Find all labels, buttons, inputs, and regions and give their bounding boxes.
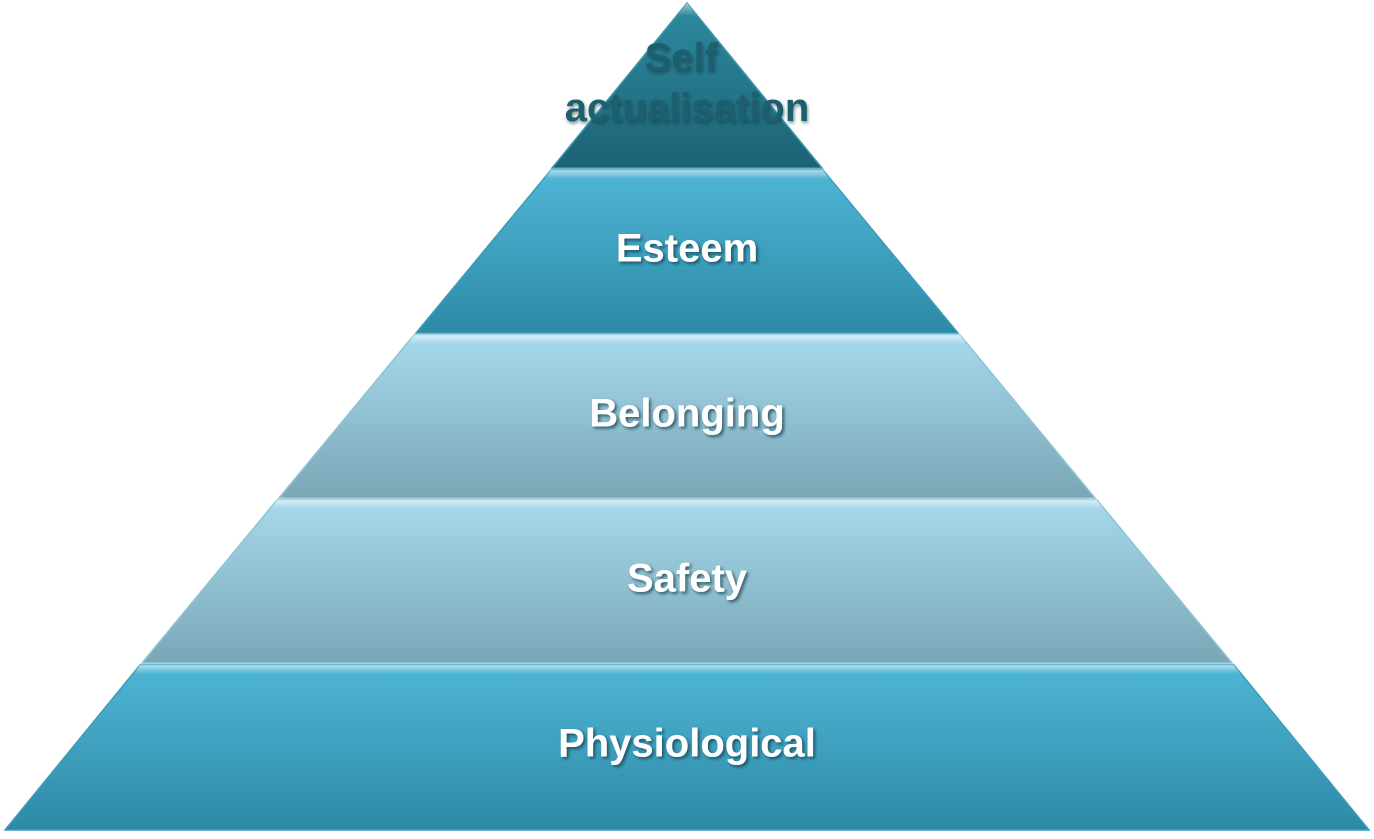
tier-self-actualisation-line-2: actualisation [565, 86, 810, 130]
tier-belonging: Belonging [277, 334, 1097, 499]
tier-self-actualisation-bevel [677, 3, 697, 16]
tier-self-actualisation-line-1: Self [645, 36, 719, 80]
tier-physiological: Physiological [3, 664, 1371, 831]
tier-self-actualisation-shape [550, 1, 824, 169]
tier-esteem: Esteem [414, 169, 960, 334]
tier-belonging-bevel [407, 335, 967, 344]
tier-self-actualisation: Self actualisation [550, 1, 824, 169]
tier-safety: Safety [140, 499, 1234, 664]
tier-safety-bevel [270, 500, 1104, 509]
tier-physiological-bevel [133, 665, 1241, 674]
tier-physiological-label: Physiological [558, 722, 816, 766]
tier-safety-label: Safety [627, 557, 748, 601]
tier-belonging-label: Belonging [589, 392, 785, 436]
tier-esteem-bevel [544, 170, 830, 179]
tier-esteem-label: Esteem [616, 227, 758, 271]
tier-self-actualisation-label: Self actualisation [565, 36, 810, 130]
